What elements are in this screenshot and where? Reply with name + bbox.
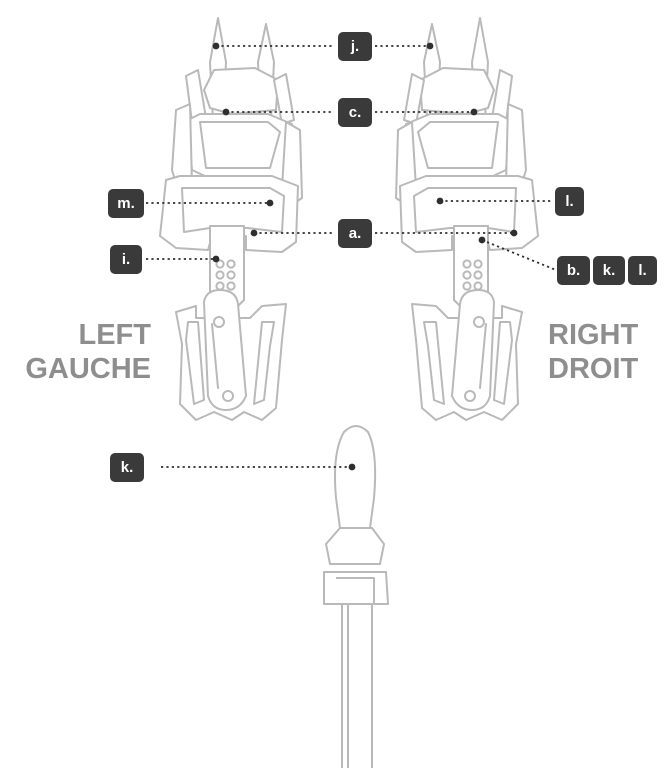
right-label-fr: DROIT (548, 353, 639, 385)
dot-i (212, 255, 220, 263)
leader-bkl (481, 239, 557, 271)
leader-dots (212, 42, 518, 471)
callout-a: a. (338, 219, 372, 248)
callout-m: m. (108, 189, 144, 218)
callout-k-group: k. (593, 256, 625, 285)
dot-l-right (436, 197, 444, 205)
right-side-label: RIGHT DROIT (548, 318, 658, 386)
callout-j: j. (338, 32, 372, 61)
callout-c: c. (338, 98, 372, 127)
callout-i: i. (110, 245, 142, 274)
left-side-label: LEFT GAUCHE (18, 318, 151, 386)
leader-lines (146, 45, 557, 468)
callout-k-wrench: k. (110, 453, 144, 482)
adjustment-tool (323, 425, 389, 768)
left-crampon (159, 17, 303, 421)
dot-j-right (426, 42, 434, 50)
dot-a-left (250, 229, 258, 237)
callout-l-right: l. (555, 187, 584, 216)
dot-j-left (212, 42, 220, 50)
dot-c-left (222, 108, 230, 116)
dot-k-wrench (348, 463, 356, 471)
dot-a-right (510, 229, 518, 237)
callout-b: b. (557, 256, 590, 285)
left-label-fr: GAUCHE (25, 353, 151, 385)
dot-m (266, 199, 274, 207)
callout-l-group: l. (628, 256, 657, 285)
right-crampon (395, 17, 539, 421)
left-label-en: LEFT (78, 319, 152, 351)
right-label-en: RIGHT (548, 319, 639, 351)
dot-c-right (470, 108, 478, 116)
dot-bkl (478, 236, 486, 244)
